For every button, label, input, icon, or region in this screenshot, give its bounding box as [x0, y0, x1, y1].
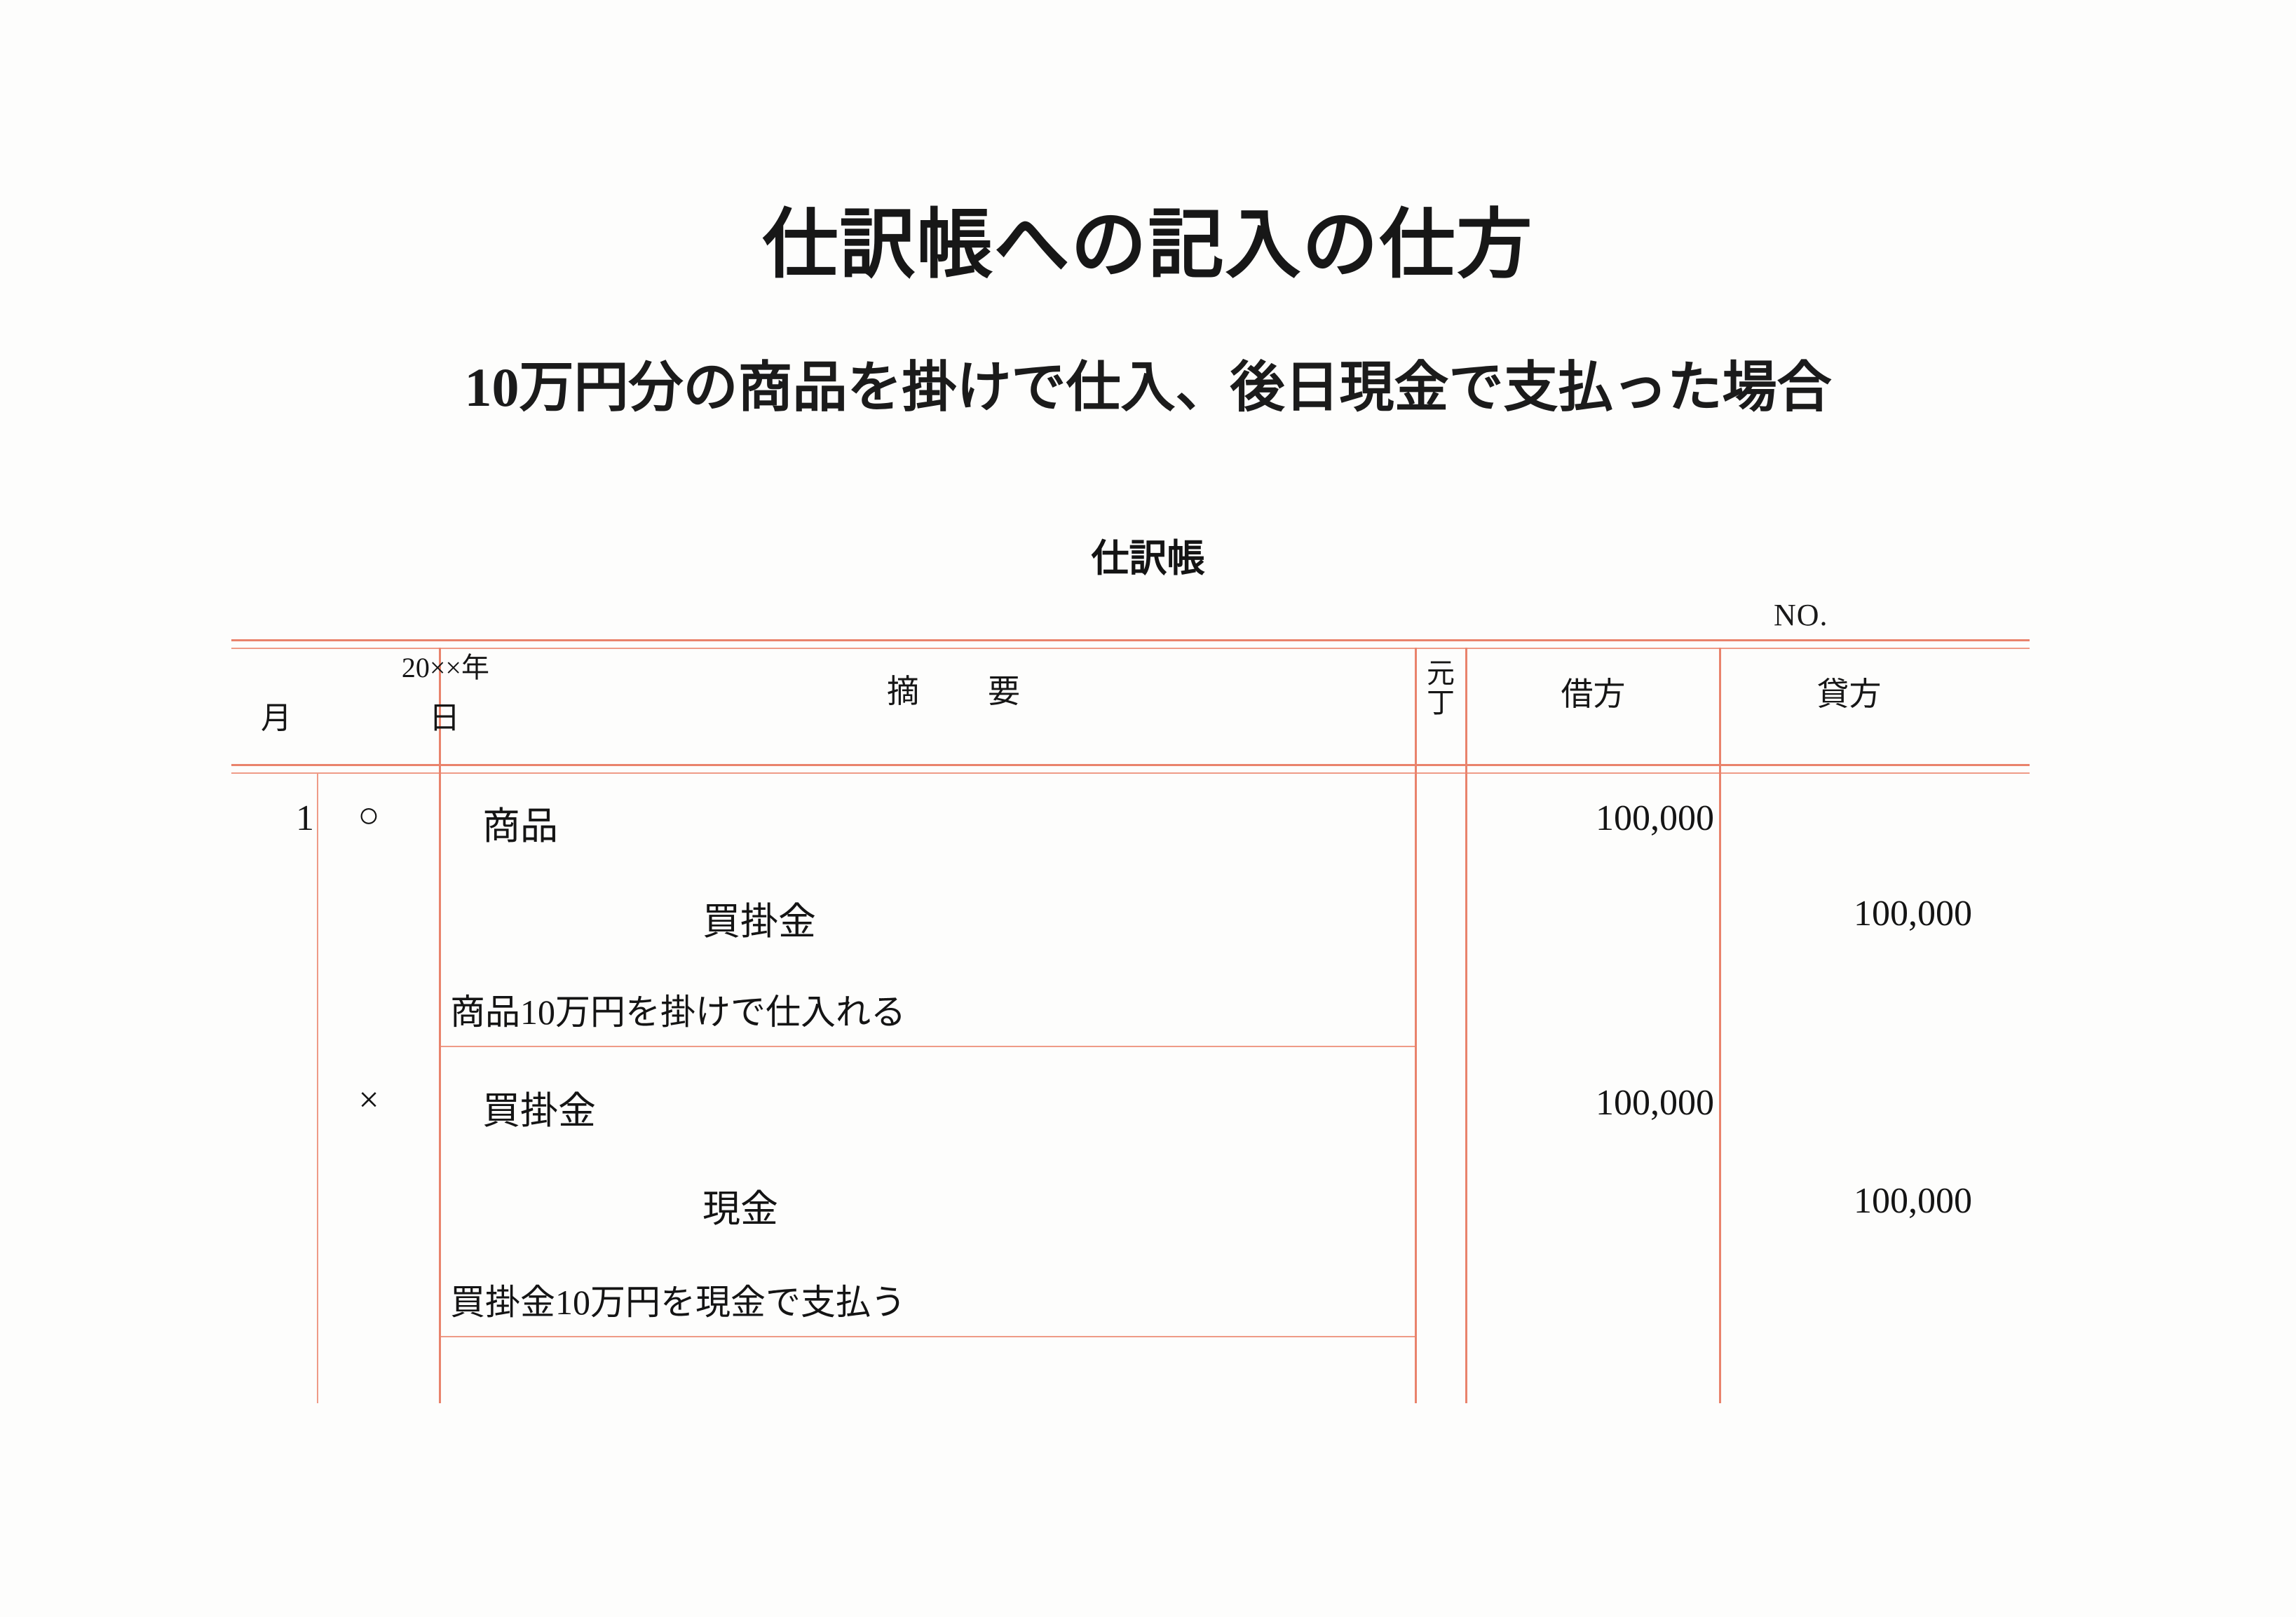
table-row: 買掛金	[482, 1090, 596, 1132]
journal-table: 20××年 月 日 摘 要 元 丁 借方 貸方 1 ○ 商品 100,000 買…	[231, 639, 2030, 1403]
row-separator-1	[440, 1046, 1416, 1047]
folio-debit-divider	[1465, 648, 1467, 1403]
table-row: 現金	[702, 1188, 778, 1230]
header-year: 20××年	[401, 652, 489, 683]
header-debit: 借方	[1561, 676, 1626, 712]
row-separator-2	[440, 1336, 1416, 1337]
header-month: 月	[261, 701, 292, 735]
table-row: 100,000	[1854, 1181, 1972, 1221]
table-row: 100,000	[1596, 798, 1714, 838]
header-bottom-rule-outer	[231, 764, 2030, 766]
debit-credit-divider	[1719, 648, 1721, 1403]
date-column-right-border	[439, 648, 441, 1403]
header-day: 日	[429, 701, 460, 735]
table-row: 100,000	[1596, 1083, 1714, 1123]
page-subtitle: 10万円分の商品を掛けで仕入、後日現金で支払った場合	[464, 357, 1832, 418]
table-row: 買掛金10万円を現金で支払う	[450, 1283, 906, 1322]
table-row: 買掛金	[702, 901, 816, 943]
table-row: ○	[358, 796, 380, 835]
header-ledger-folio-bottom: 丁	[1427, 687, 1455, 718]
header-ledger-folio: 元 丁	[1418, 659, 1463, 718]
header-ledger-folio-top: 元	[1427, 657, 1455, 689]
table-top-rule-inner	[231, 648, 2030, 649]
table-row: ×	[358, 1080, 379, 1120]
table-row: 商品	[482, 805, 558, 847]
table-row: 100,000	[1854, 894, 1972, 934]
month-day-divider	[317, 772, 318, 1403]
header-summary: 摘 要	[887, 674, 1038, 709]
page-title: 仕訳帳への記入の仕方	[762, 204, 1534, 287]
ledger-caption: 仕訳帳	[1091, 538, 1205, 580]
ledger-number-label: NO.	[1774, 598, 1828, 632]
table-row: 1	[296, 798, 314, 838]
table-top-rule-outer	[231, 639, 2030, 641]
header-bottom-rule-inner	[231, 772, 2030, 774]
summary-folio-divider	[1415, 648, 1417, 1403]
header-credit: 貸方	[1816, 676, 1882, 712]
table-row: 商品10万円を掛けで仕入れる	[450, 992, 906, 1032]
